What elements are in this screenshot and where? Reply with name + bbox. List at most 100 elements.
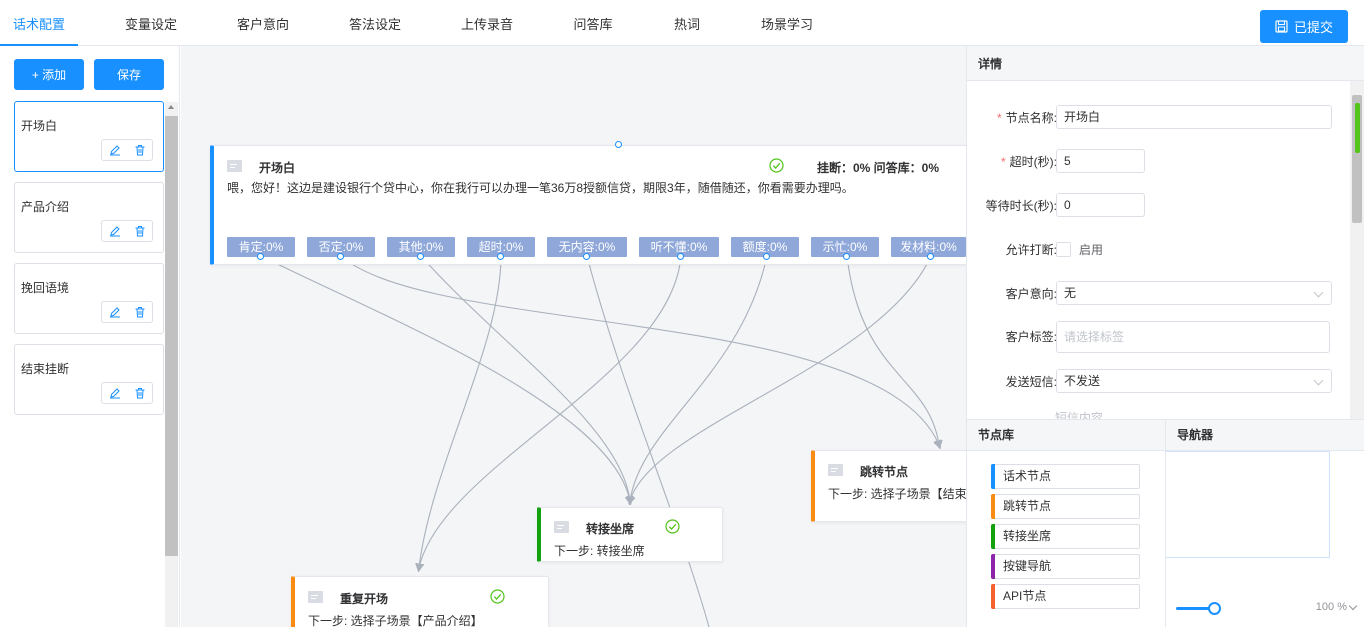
lib-item-label: 转接坐席 xyxy=(1003,529,1052,543)
tab-script-config[interactable]: 话术配置 xyxy=(0,0,78,46)
node-name-input[interactable]: 开场白 xyxy=(1056,105,1332,129)
detail-scrollbar[interactable] xyxy=(1350,81,1364,419)
node-library-title: 节点库 xyxy=(967,420,1165,451)
zoom-slider-handle[interactable] xyxy=(1208,602,1221,615)
chevron-down-icon[interactable] xyxy=(1348,601,1358,611)
branch-busy[interactable]: 示忙:0% xyxy=(811,237,879,257)
interrupt-label: 允许打断: xyxy=(1005,243,1057,257)
branch-port[interactable] xyxy=(843,253,850,260)
node-input-port[interactable] xyxy=(615,141,622,148)
add-button[interactable]: + 添加 xyxy=(14,59,84,90)
branch-port[interactable] xyxy=(927,253,934,260)
branch-port[interactable] xyxy=(583,253,590,260)
timeout-label: *超时(秒): xyxy=(1001,155,1057,169)
delete-icon[interactable] xyxy=(133,143,147,157)
navigator-title: 导航器 xyxy=(1166,420,1364,451)
top-tabs: 话术配置 变量设定 客户意向 答法设定 上传录音 问答库 热词 场景学习 已提交 xyxy=(0,0,1364,46)
branch-port[interactable] xyxy=(337,253,344,260)
node-next-step: 下一步: 选择子场景【产品介绍】 xyxy=(308,614,483,627)
flow-canvas[interactable]: 开场白 挂断：0% 问答库：0% 喂，您好！这边是建设银行个贷中心，你在我行可以… xyxy=(181,46,966,627)
scene-item[interactable]: 产品介绍 xyxy=(14,182,164,253)
delete-icon[interactable] xyxy=(133,386,147,400)
lib-item-label: API节点 xyxy=(1003,589,1047,603)
check-circle-icon xyxy=(769,158,784,173)
scene-label: 挽回语境 xyxy=(21,281,70,295)
branch-port[interactable] xyxy=(497,253,504,260)
scene-label: 开场白 xyxy=(21,119,58,133)
scene-item[interactable]: 开场白 xyxy=(14,101,164,172)
branch-other[interactable]: 其他:0% xyxy=(387,237,455,257)
lib-item-jump-node[interactable]: 跳转节点 xyxy=(991,494,1140,519)
branch-deny[interactable]: 否定:0% xyxy=(307,237,375,257)
color-bar xyxy=(991,584,995,609)
branch-not-understand[interactable]: 听不懂:0% xyxy=(639,237,719,257)
tab-customer-intent[interactable]: 客户意向 xyxy=(236,17,289,32)
node-title: 跳转节点 xyxy=(860,465,909,479)
save-button[interactable]: 保存 xyxy=(94,59,164,90)
timeout-input[interactable]: 5 xyxy=(1056,149,1145,173)
node-title: 重复开场 xyxy=(340,592,389,606)
branch-port[interactable] xyxy=(763,253,770,260)
node-repeat-opening[interactable]: 重复开场 下一步: 选择子场景【产品介绍】 xyxy=(291,576,549,627)
lib-item-api-node[interactable]: API节点 xyxy=(991,584,1140,609)
wait-input[interactable]: 0 xyxy=(1056,193,1145,217)
scrollbar-thumb[interactable] xyxy=(165,116,178,556)
branch-port[interactable] xyxy=(417,253,424,260)
edit-icon[interactable] xyxy=(108,305,122,319)
tab-upload-recording[interactable]: 上传录音 xyxy=(460,17,513,32)
sms-row: 发送短信: 不发送 xyxy=(967,369,1347,395)
tab-scene-learning[interactable]: 场景学习 xyxy=(760,17,813,32)
node-next-step: 下一步: 转接坐席 xyxy=(554,544,645,558)
branch-port[interactable] xyxy=(677,253,684,260)
color-bar xyxy=(991,494,995,519)
scene-actions xyxy=(101,382,153,404)
branch-no-content[interactable]: 无内容:0% xyxy=(547,237,627,257)
lib-item-transfer[interactable]: 转接坐席 xyxy=(991,524,1140,549)
interrupt-row: 允许打断: 启用 xyxy=(967,237,1347,263)
minimap[interactable] xyxy=(1166,451,1330,558)
branch-port[interactable] xyxy=(257,253,264,260)
edit-icon[interactable] xyxy=(108,143,122,157)
scrollbar-thumb[interactable] xyxy=(1352,95,1362,223)
tag-select[interactable]: 请选择标签 xyxy=(1056,321,1330,353)
tab-answer-settings[interactable]: 答法设定 xyxy=(348,17,401,32)
delete-icon[interactable] xyxy=(133,305,147,319)
scroll-indicator xyxy=(1355,103,1360,153)
lib-item-key-nav[interactable]: 按键导航 xyxy=(991,554,1140,579)
detail-panel: 详情 *节点名称: 开场白 *超时(秒): 5 等待时长(秒): 0 允许打断:… xyxy=(966,46,1364,419)
sms-select[interactable]: 不发送 xyxy=(1056,369,1332,393)
node-jump[interactable]: 跳转节点 下一步: 选择子场景【结束 xyxy=(811,450,966,522)
tab-qa-library[interactable]: 问答库 xyxy=(573,17,613,32)
branch-timeout[interactable]: 超时:0% xyxy=(467,237,535,257)
lib-item-script-node[interactable]: 话术节点 xyxy=(991,464,1140,489)
color-bar xyxy=(991,554,995,579)
scene-list-scrollbar[interactable] xyxy=(165,102,178,627)
branch-affirm[interactable]: 肯定:0% xyxy=(227,237,295,257)
interrupt-option[interactable]: 启用 xyxy=(1079,243,1104,257)
scene-actions xyxy=(101,301,153,323)
scroll-up-icon[interactable] xyxy=(168,105,174,109)
intent-select[interactable]: 无 xyxy=(1056,281,1332,305)
node-transfer[interactable]: 转接坐席 下一步: 转接坐席 xyxy=(537,507,723,562)
branch-send-material[interactable]: 发材料:0% xyxy=(891,237,966,257)
navigator: 导航器 100 % xyxy=(1165,419,1364,627)
tab-hot-words[interactable]: 热词 xyxy=(673,17,700,32)
lib-item-label: 话术节点 xyxy=(1003,469,1052,483)
scene-item[interactable]: 挽回语境 xyxy=(14,263,164,334)
interrupt-checkbox[interactable] xyxy=(1056,242,1071,257)
edit-icon[interactable] xyxy=(108,224,122,238)
branch-amount[interactable]: 额度:0% xyxy=(731,237,799,257)
tab-variables[interactable]: 变量设定 xyxy=(124,17,177,32)
node-icon xyxy=(308,591,323,603)
delete-icon[interactable] xyxy=(133,224,147,238)
tag-label: 客户标签: xyxy=(1005,330,1057,344)
zoom-value[interactable]: 100 % xyxy=(1315,601,1347,613)
scene-item[interactable]: 结束挂断 xyxy=(14,344,164,415)
edit-icon[interactable] xyxy=(108,386,122,400)
zoom-slider-track[interactable] xyxy=(1176,607,1216,610)
submitted-button[interactable]: 已提交 xyxy=(1260,10,1348,43)
intent-row: 客户意向: 无 xyxy=(967,281,1347,307)
chevron-down-icon xyxy=(1313,287,1324,298)
scene-actions xyxy=(101,139,153,161)
scene-panel: + 添加 保存 开场白 产品介绍 挽回语境 结束挂断 xyxy=(0,46,180,627)
